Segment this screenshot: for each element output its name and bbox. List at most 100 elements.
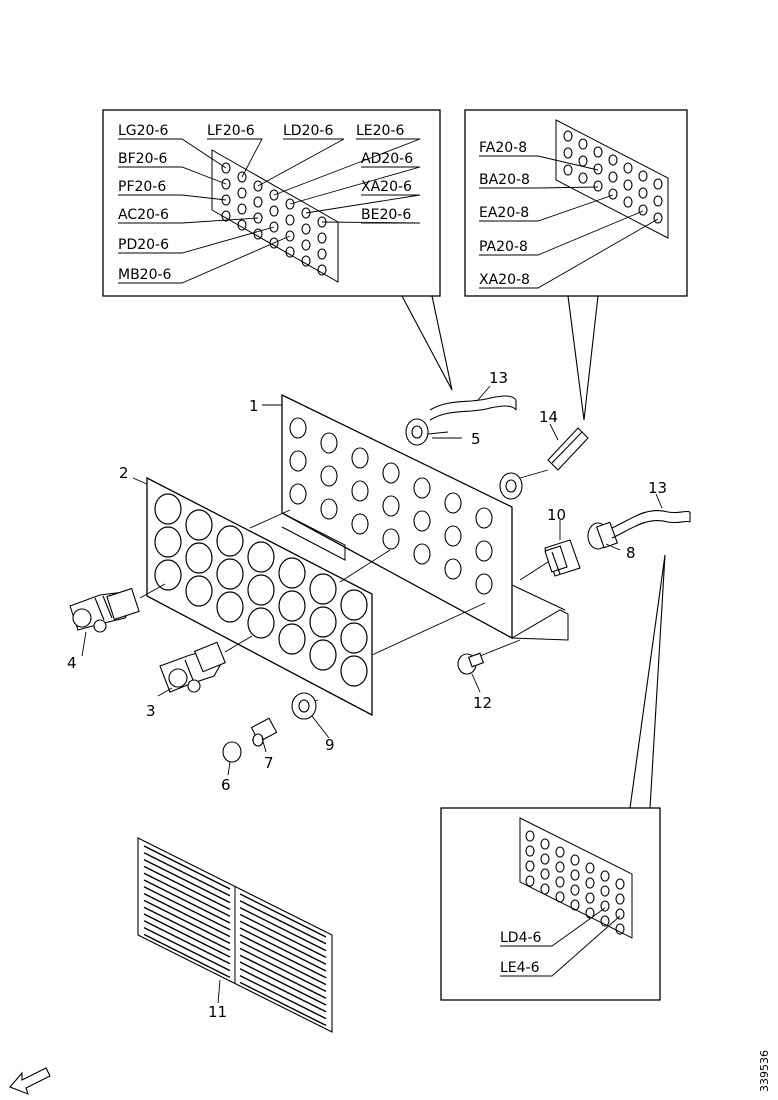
mini-connector-plate-bottom xyxy=(519,817,633,939)
callout-leader xyxy=(479,218,659,289)
plate-hole xyxy=(289,417,307,439)
callout-bf20-6: BF20-6 xyxy=(118,151,168,167)
mini-plate-hole xyxy=(563,147,573,159)
label-plate-text-line xyxy=(239,974,327,1020)
mini-plate-hole xyxy=(638,187,648,199)
front-plate xyxy=(146,476,373,717)
plate-hole xyxy=(320,465,338,487)
mini-plate-hole xyxy=(221,178,231,190)
mini-plate-hole xyxy=(285,214,295,226)
mini-plate-hole xyxy=(615,923,625,935)
mini-plate-hole xyxy=(653,178,663,190)
mini-plate-hole xyxy=(237,171,247,183)
mini-plate-hole xyxy=(563,130,573,142)
orientation-arrow-icon xyxy=(9,1067,51,1095)
mini-plate-hole xyxy=(540,868,550,880)
mini-plate-hole xyxy=(593,146,603,158)
callout-ld4-6: LD4-6 xyxy=(500,930,542,946)
mini-plate-hole xyxy=(638,204,648,216)
mini-plate-hole xyxy=(269,221,279,233)
detail-box-top-right: FA20-8 BA20-8 EA20-8 PA20-8 XA20-8 xyxy=(464,109,688,297)
mini-plate-hole xyxy=(269,189,279,201)
mini-plate-hole xyxy=(570,869,580,881)
mini-plate-hole xyxy=(540,883,550,895)
plate-hole xyxy=(309,606,337,638)
plate-hole xyxy=(444,525,462,547)
label-plate-text-line xyxy=(143,899,231,945)
bulkhead-plate xyxy=(281,393,569,641)
part-number-leaders xyxy=(81,385,663,1004)
mini-plate-hole xyxy=(525,845,535,857)
part-number-2: 2 xyxy=(119,464,129,482)
connector-part-3 xyxy=(159,641,226,693)
label-plate-text-line xyxy=(239,900,327,945)
label-plate-text-line xyxy=(143,872,231,917)
mini-plate-hole xyxy=(555,891,565,903)
mini-plate-hole xyxy=(608,188,618,200)
label-plate-text-line xyxy=(143,852,231,897)
part-number-9: 9 xyxy=(325,736,335,754)
plate-hole xyxy=(216,591,244,623)
plate-hole xyxy=(413,510,431,532)
mini-plate-hole xyxy=(317,248,327,260)
mini-plate-hole xyxy=(285,246,295,258)
washer-part-5b xyxy=(499,472,523,500)
mini-plate-hole xyxy=(653,195,663,207)
part-number-13-top: 13 xyxy=(489,369,508,387)
label-plate-text-line xyxy=(239,981,327,1027)
mini-plate-hole xyxy=(555,876,565,888)
callout-pd20-6: PD20-6 xyxy=(118,237,169,253)
plate-hole xyxy=(185,509,213,541)
mini-plate-hole xyxy=(585,907,595,919)
nut-part-9 xyxy=(291,692,317,720)
callout-ea20-8: EA20-8 xyxy=(479,205,529,221)
callout-leader xyxy=(257,138,345,187)
part-number-8: 8 xyxy=(626,544,636,562)
mini-plate-hole xyxy=(525,875,535,887)
callout-leader xyxy=(479,210,644,256)
label-plate-text-line xyxy=(143,906,231,951)
label-plate-text-line xyxy=(239,906,327,952)
plate-hole xyxy=(351,447,369,469)
part-number-10: 10 xyxy=(547,506,566,524)
plate-hole xyxy=(320,432,338,454)
mini-plate-hole xyxy=(540,838,550,850)
callout-leader xyxy=(273,138,421,196)
callout-leader xyxy=(479,194,614,222)
plate-hole xyxy=(309,639,337,671)
plate-hole xyxy=(475,540,493,562)
mini-plate-hole xyxy=(623,179,633,191)
mini-plate-hole xyxy=(608,171,618,183)
label-plate-text-line xyxy=(239,913,327,959)
plug-part-14 xyxy=(547,427,589,471)
part-number-1: 1 xyxy=(249,397,259,415)
plate-hole xyxy=(475,507,493,529)
mini-plate-hole xyxy=(615,878,625,890)
label-plate-text-line xyxy=(239,954,327,999)
plate-hole xyxy=(289,483,307,505)
mini-plate-hole xyxy=(253,228,263,240)
label-plate-text-line xyxy=(239,893,327,938)
mini-plate-hole xyxy=(623,196,633,208)
callout-ac20-6: AC20-6 xyxy=(118,207,169,223)
part-numbers: 1 2 3 4 5 6 7 8 9 10 11 12 13 13 14 xyxy=(67,369,667,1021)
label-plate-text-line xyxy=(143,913,231,958)
mini-plate-hole xyxy=(301,223,311,235)
callout-leader xyxy=(118,217,259,224)
mini-plate-hole xyxy=(237,219,247,231)
plate-hole xyxy=(278,557,306,589)
mini-plate-hole xyxy=(540,853,550,865)
mini-plate-hole xyxy=(525,860,535,872)
plate-hole xyxy=(154,493,182,525)
mini-plate-hole xyxy=(285,198,295,210)
mini-plate-hole xyxy=(301,255,311,267)
mini-plate-hole xyxy=(301,239,311,251)
callout-pa20-8: PA20-8 xyxy=(479,239,528,255)
label-plate-text-line xyxy=(239,947,327,993)
plate-hole xyxy=(247,607,275,639)
washer-part-5a xyxy=(405,418,429,446)
plate-hole xyxy=(413,543,431,565)
plate-hole xyxy=(382,462,400,484)
plate-hole xyxy=(289,450,307,472)
plate-hole xyxy=(247,541,275,573)
